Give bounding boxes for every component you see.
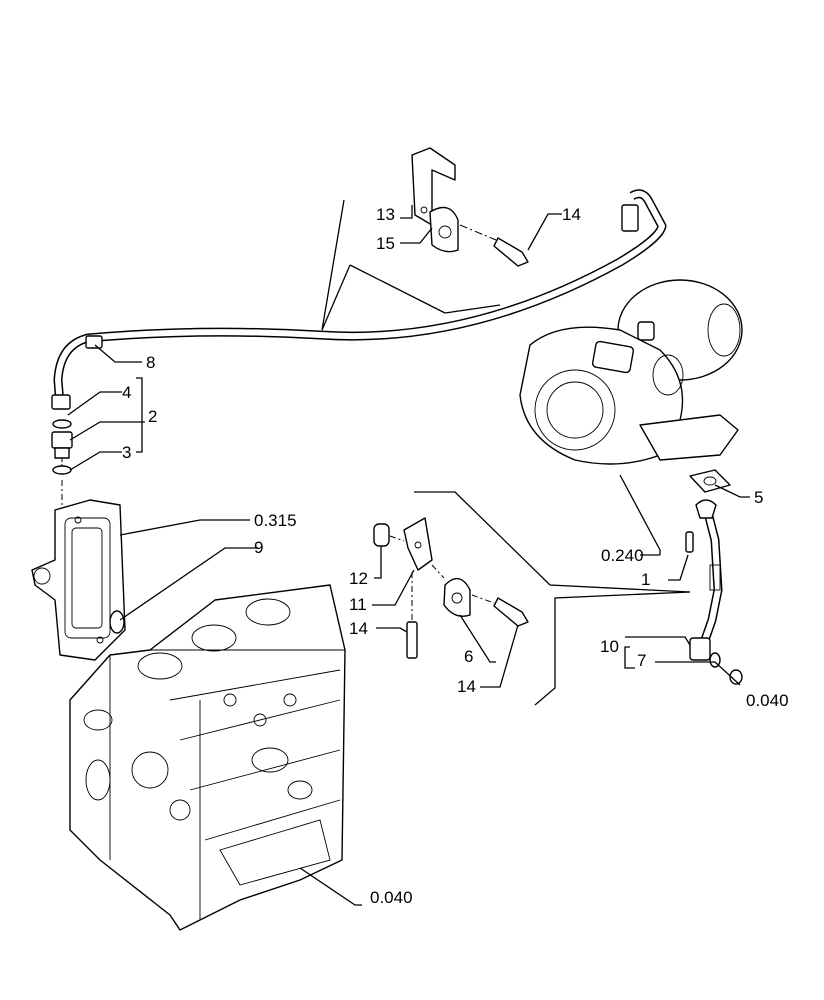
callout-9: 9 (254, 538, 263, 557)
callout-7: 7 (637, 651, 646, 670)
callout-8: 8 (146, 353, 155, 372)
engine-block (69, 584, 346, 931)
callout-1: 1 (641, 570, 650, 589)
callout-5: 5 (754, 488, 763, 507)
clip-15 (429, 206, 459, 253)
callout-labels: 13 14 15 8 4 2 3 0.315 9 5 0.240 1 12 11… (122, 205, 789, 907)
callout-0-240: 0.240 (601, 546, 644, 565)
bolt-14-bot (493, 597, 529, 627)
leader-lines (61, 199, 750, 906)
bracket-11 (403, 517, 433, 571)
callout-14-bot: 14 (457, 677, 476, 696)
clip-6 (443, 577, 471, 617)
oil-drain-pipe (689, 499, 743, 685)
callout-12: 12 (349, 569, 368, 588)
oil-feed-pipe (51, 189, 667, 410)
bolt-14-mid (406, 621, 418, 659)
bracket-13 (411, 147, 456, 226)
turbocharger (519, 279, 743, 465)
callout-0-315: 0.315 (254, 511, 297, 530)
callout-10: 10 (600, 637, 619, 656)
oil-filter-head (31, 499, 126, 661)
spacer-12 (373, 523, 390, 547)
callout-2: 2 (148, 407, 157, 426)
callout-14-top: 14 (562, 205, 581, 224)
bolt-14-top (493, 237, 529, 267)
callout-0-040-bottom: 0.040 (370, 888, 413, 907)
fitting-stack (51, 419, 73, 475)
gasket-9 (109, 610, 125, 634)
callout-0-040-right: 0.040 (746, 691, 789, 710)
callout-13: 13 (376, 205, 395, 224)
gasket-5 (689, 469, 731, 493)
callout-14-mid: 14 (349, 619, 368, 638)
callout-4: 4 (122, 383, 131, 402)
callout-11: 11 (349, 595, 367, 614)
callout-3: 3 (122, 443, 131, 462)
callout-6: 6 (464, 647, 473, 666)
callout-15: 15 (376, 234, 395, 253)
bolt-1 (685, 531, 694, 553)
